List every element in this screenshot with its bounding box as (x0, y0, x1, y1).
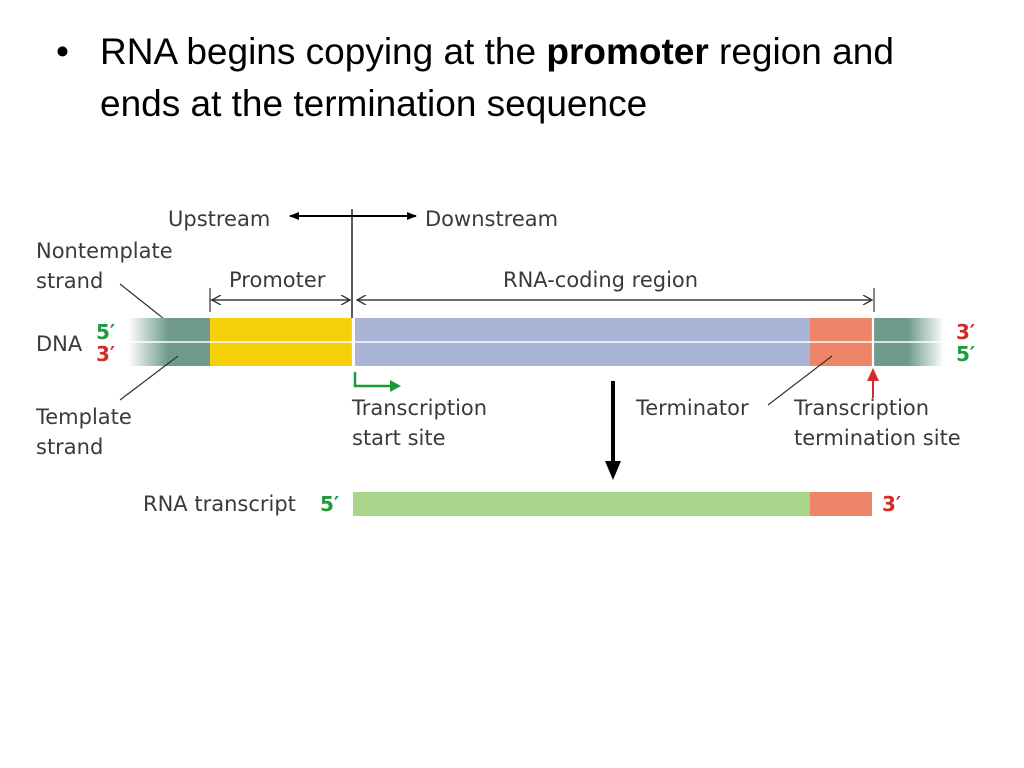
bullet-text-part1: RNA begins copying at the (100, 31, 547, 72)
promoter-label: Promoter (229, 268, 326, 292)
terminator-pointer (767, 355, 833, 406)
bullet-text-part2: region and ends at the termination seque… (100, 31, 894, 124)
bullet-icon: • (56, 31, 69, 72)
bullet-point: • RNA begins copying at the promoter reg… (56, 26, 976, 130)
start-site-arrow-icon (353, 372, 392, 388)
termination-arrow-head-icon (867, 368, 879, 381)
tx-start-label-line1: Transcription (351, 396, 487, 420)
rna-coding-region-label: RNA-coding region (503, 268, 698, 292)
dna-label: DNA (36, 332, 83, 356)
dna-right-top-prime: 3′ (956, 320, 975, 344)
dna-left-top-prime: 5′ (96, 320, 115, 344)
terminator-label: Terminator (635, 396, 749, 420)
upstream-label: Upstream (168, 207, 270, 231)
dna-right-bottom-prime: 5′ (956, 342, 975, 366)
rna-terminator-transcript (810, 492, 872, 516)
down-arrow-head-icon (605, 461, 621, 480)
tx-start-label-line2: start site (352, 426, 446, 450)
template-label-line2: strand (36, 435, 103, 459)
rna-transcript-label: RNA transcript (143, 492, 296, 516)
downstream-label: Downstream (425, 207, 558, 231)
template-label-line1: Template (35, 405, 132, 429)
template-pointer (119, 355, 179, 401)
nontemplate-label-line1: Nontemplate (36, 239, 173, 263)
tx-term-label-line1: Transcription (793, 396, 929, 420)
rna-coding-transcript (353, 492, 810, 516)
tx-term-label-line2: termination site (794, 426, 961, 450)
bullet-text-bold: promoter (546, 31, 709, 72)
start-site-arrow-head (390, 380, 401, 392)
dna-left-bottom-prime: 3′ (96, 342, 115, 366)
rna-left-prime: 5′ (320, 492, 339, 516)
rna-right-prime: 3′ (882, 492, 901, 516)
nontemplate-label-line2: strand (36, 269, 103, 293)
bullet-text: RNA begins copying at the promoter regio… (100, 26, 976, 130)
